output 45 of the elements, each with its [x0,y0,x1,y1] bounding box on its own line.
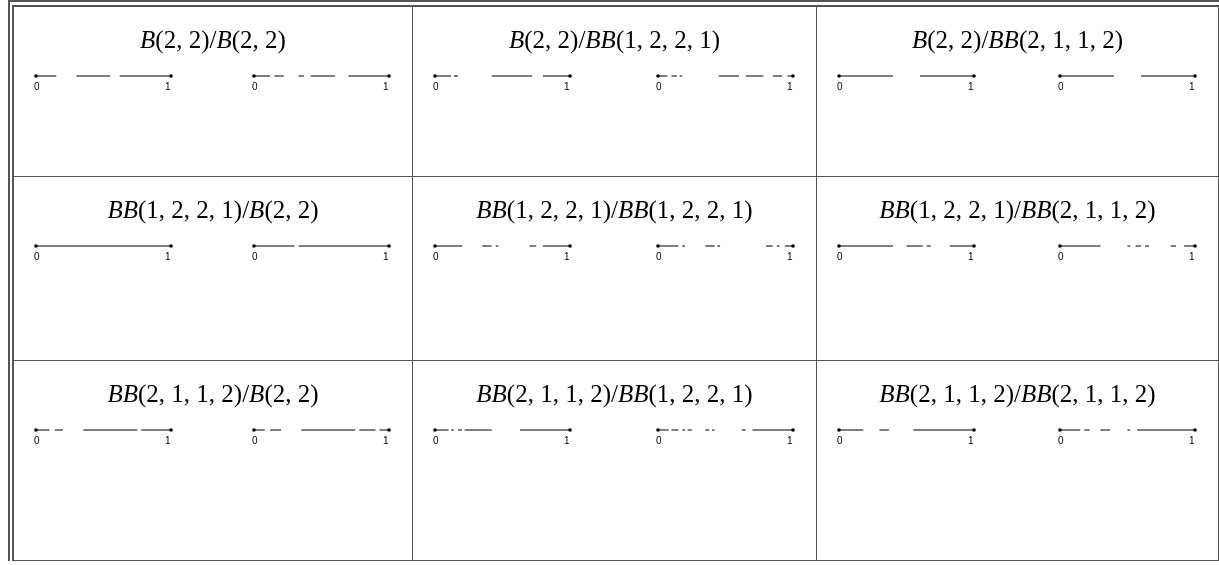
tick-label: 0 [1058,82,1064,92]
tick-label: 0 [837,252,843,262]
tick-label: 1 [383,82,389,92]
tick-label: 1 [165,436,171,446]
tick-label: 0 [34,252,40,262]
tick-label: 1 [1189,82,1195,92]
tick-label: 1 [564,436,570,446]
tick-label: 1 [968,436,974,446]
tick-label: 0 [837,82,843,92]
tick-label: 1 [968,82,974,92]
tick-label: 0 [1058,436,1064,446]
cell-title: BB(1, 2, 2, 1)/B(2, 2) [107,195,319,225]
tick-label: 0 [34,436,40,446]
tick-label: 1 [383,252,389,262]
tick-label: 1 [564,82,570,92]
cell-title: B(2, 2)/B(2, 2) [140,25,286,55]
tick-label: 0 [433,252,439,262]
tick-label: 0 [252,436,258,446]
cell-title: BB(2, 1, 1, 2)/B(2, 2) [107,379,319,409]
tick-label: 0 [656,252,662,262]
tick-label: 1 [165,82,171,92]
tick-label: 1 [787,82,793,92]
tick-label: 0 [1058,252,1064,262]
tick-label: 1 [165,252,171,262]
cell-title: BB(2, 1, 1, 2)/BB(2, 1, 1, 2) [879,379,1156,409]
cell-title: B(2, 2)/BB(1, 2, 2, 1) [508,25,721,55]
tick-label: 1 [1189,436,1195,446]
tick-label: 0 [34,82,40,92]
tick-label: 0 [656,436,662,446]
tick-label: 1 [1189,252,1195,262]
tick-label: 1 [564,252,570,262]
tick-label: 1 [383,436,389,446]
tick-label: 0 [252,82,258,92]
tick-label: 0 [252,252,258,262]
cell-title: BB(1, 2, 2, 1)/BB(1, 2, 2, 1) [476,195,753,225]
tick-label: 1 [968,252,974,262]
tick-label: 0 [656,82,662,92]
tick-label: 0 [837,436,843,446]
tick-label: 0 [433,82,439,92]
tick-label: 1 [787,252,793,262]
tick-label: 0 [433,436,439,446]
cell-title: BB(1, 2, 2, 1)/BB(2, 1, 1, 2) [879,195,1156,225]
tick-label: 1 [787,436,793,446]
cell-title: B(2, 2)/BB(2, 1, 1, 2) [911,25,1124,55]
cell-title: BB(2, 1, 1, 2)/BB(1, 2, 2, 1) [476,379,753,409]
